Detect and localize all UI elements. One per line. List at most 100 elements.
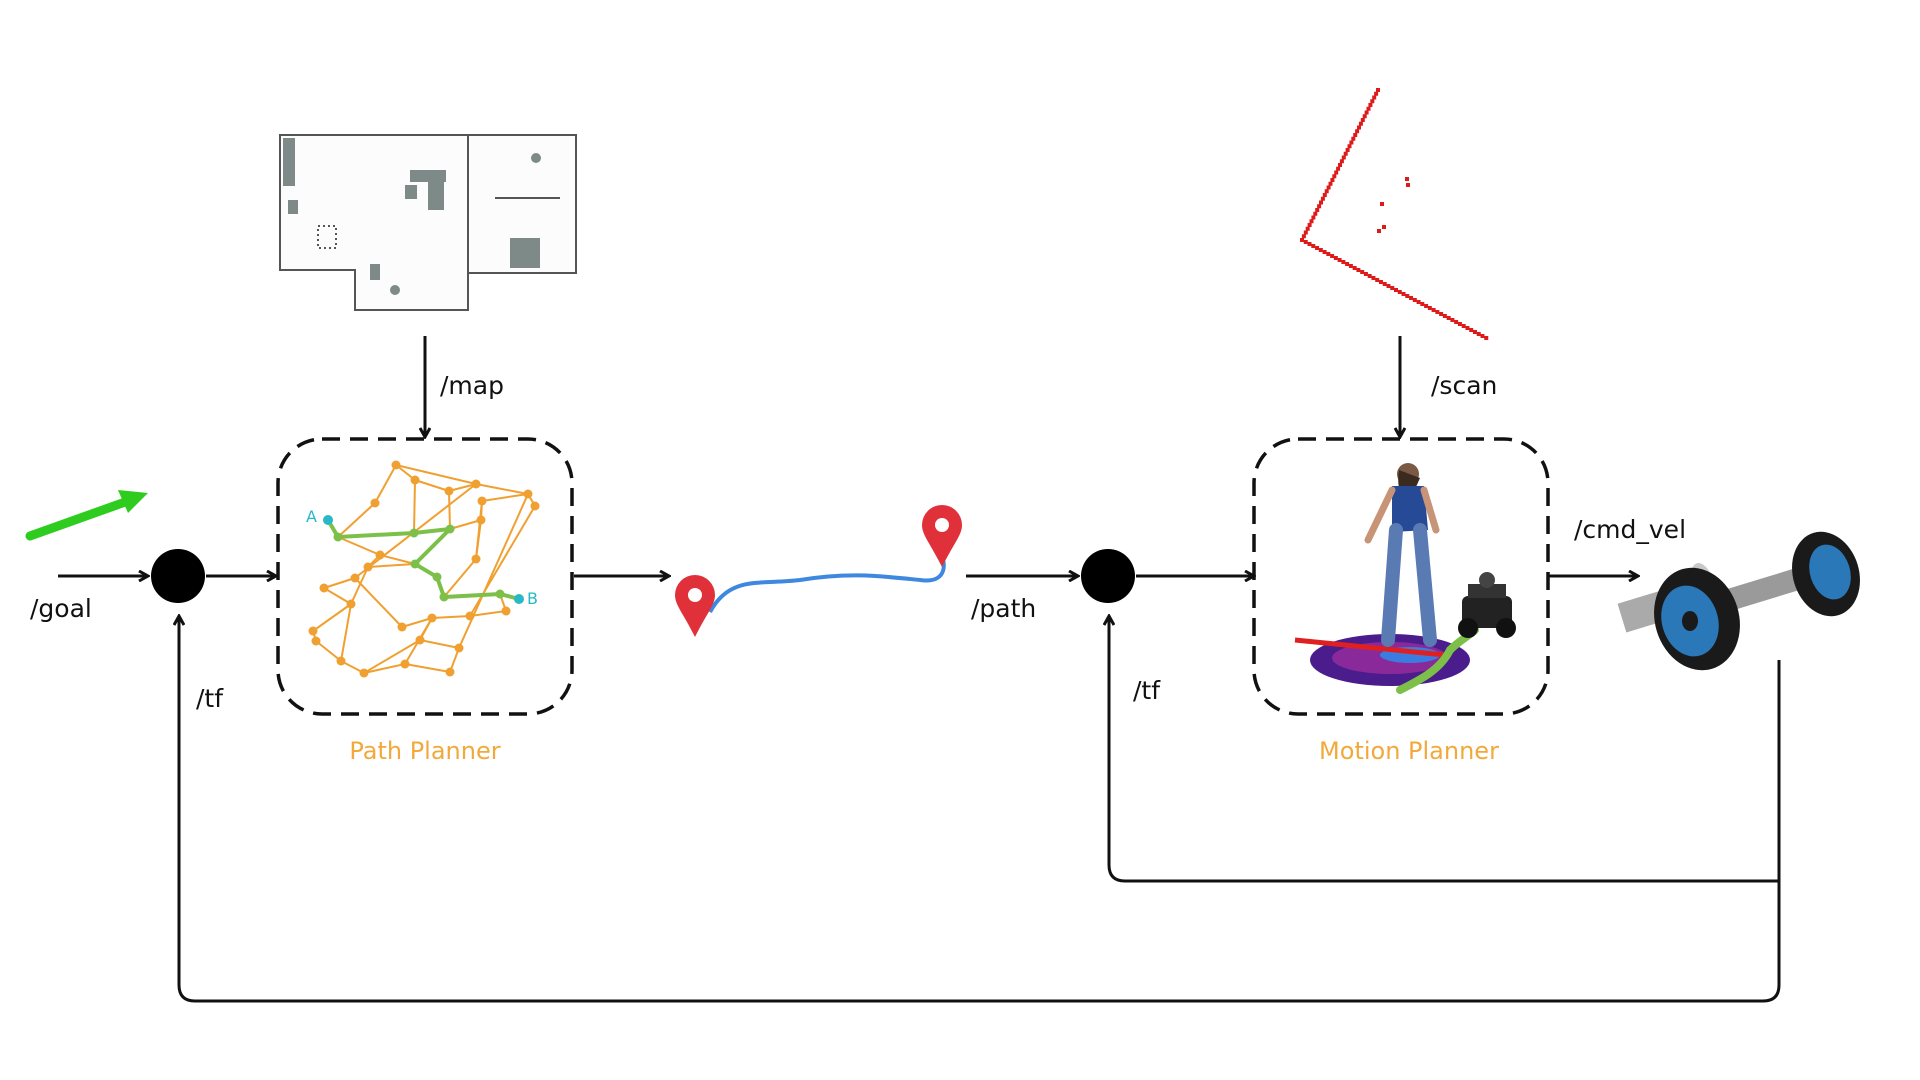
- scan-point: [1469, 328, 1474, 332]
- scan-point: [1378, 280, 1383, 284]
- scan-point: [1345, 262, 1350, 266]
- scan-topic-label: /scan: [1431, 371, 1497, 400]
- scan-point: [1356, 268, 1361, 272]
- graph-edge: [337, 536, 381, 556]
- scan-point: [1337, 258, 1342, 262]
- graph-edge: [363, 663, 406, 674]
- scan-point: [1435, 310, 1440, 314]
- scan-point: [1355, 129, 1360, 134]
- summing-junction-right: [1081, 549, 1135, 603]
- graph-edge: [350, 566, 369, 605]
- scan-point: [1300, 238, 1304, 242]
- graph-node: [410, 475, 420, 485]
- path-curve-icon: [675, 505, 962, 637]
- scan-point: [1480, 334, 1485, 338]
- scan-point: [1364, 110, 1369, 115]
- scan-point: [1313, 211, 1318, 216]
- graph-node: [410, 559, 420, 569]
- scan-point: [1382, 225, 1386, 229]
- map-topic-label: /map: [440, 371, 504, 400]
- scan-point: [1370, 99, 1375, 104]
- graph-edge: [354, 577, 403, 628]
- graph-edge: [458, 493, 529, 649]
- scan-point: [1397, 290, 1402, 294]
- scan-point: [1405, 177, 1409, 181]
- scan-point: [1357, 125, 1361, 130]
- scan-point: [1412, 298, 1417, 302]
- scan-point: [1309, 219, 1314, 224]
- graph-edge: [367, 563, 416, 568]
- scan-point: [1338, 163, 1342, 167]
- wheel-axle-icon: [1617, 531, 1860, 671]
- person-robot-costmap-icon: [1294, 463, 1516, 694]
- scan-point: [1345, 148, 1350, 152]
- graph-node: [415, 635, 425, 645]
- graph-edge: [414, 479, 450, 492]
- scan-point: [1386, 284, 1391, 288]
- scan-point: [1315, 208, 1320, 212]
- scan-point: [1353, 133, 1358, 137]
- graph-node: [350, 573, 360, 583]
- scan-point: [1324, 189, 1329, 194]
- scan-point: [1326, 252, 1331, 256]
- motion-planner-label: Motion Planner: [1319, 737, 1499, 765]
- graph-node: [346, 599, 356, 609]
- scan-point: [1315, 246, 1320, 250]
- graph-node: [336, 656, 346, 666]
- scan-point: [1416, 300, 1421, 304]
- scan-point: [1362, 114, 1367, 119]
- graph-edge: [475, 483, 529, 495]
- graph-node: [439, 592, 449, 602]
- scan-point: [1334, 170, 1339, 175]
- scan-point: [1305, 226, 1310, 231]
- scan-point: [1450, 318, 1455, 322]
- graph-node: [391, 460, 401, 470]
- scan-point: [1311, 244, 1316, 248]
- scan-point: [1301, 234, 1306, 239]
- scan-point: [1376, 88, 1380, 92]
- graph-edge: [395, 464, 477, 485]
- scan-point: [1446, 316, 1451, 320]
- scan-point: [1424, 304, 1429, 308]
- scan-point: [1427, 306, 1432, 310]
- path-planner-block: [276, 437, 574, 716]
- scan-point: [1461, 324, 1466, 328]
- laser-scan-icon: [1300, 88, 1489, 340]
- graph-edge: [315, 640, 342, 662]
- graph-edge: [443, 558, 477, 598]
- scan-point: [1333, 256, 1338, 260]
- scan-point: [1341, 155, 1346, 160]
- graph-node: [333, 532, 343, 542]
- graph-node: [375, 550, 385, 560]
- scan-point: [1439, 312, 1444, 316]
- scan-point: [1347, 144, 1352, 149]
- graph-start-label: A: [306, 507, 317, 526]
- graph-node: [530, 501, 540, 511]
- graph-node: [471, 554, 481, 564]
- graph-node: [427, 613, 437, 623]
- graph-edge: [363, 639, 421, 674]
- scan-point: [1431, 308, 1436, 312]
- graph-shortest-path: [326, 518, 521, 601]
- scan-point: [1330, 254, 1335, 258]
- scan-point: [1320, 196, 1325, 201]
- graph-node: [400, 659, 410, 669]
- graph-edge: [431, 615, 471, 619]
- tf-feedback-outer: [179, 616, 1781, 1003]
- graph-edge: [413, 479, 416, 534]
- graph-node: [495, 589, 505, 599]
- graph-node: [359, 668, 369, 678]
- graph-node: [523, 489, 533, 499]
- graph-node: [319, 583, 329, 593]
- scan-point: [1332, 174, 1337, 179]
- graph-edge: [337, 502, 376, 538]
- graph-node: [454, 643, 464, 653]
- graph-edge: [448, 483, 477, 492]
- graph-node: [397, 622, 407, 632]
- scan-point: [1352, 266, 1357, 270]
- scan-point: [1307, 223, 1312, 227]
- tf-topic-label-right: /tf: [1133, 676, 1161, 705]
- scan-point: [1307, 242, 1312, 246]
